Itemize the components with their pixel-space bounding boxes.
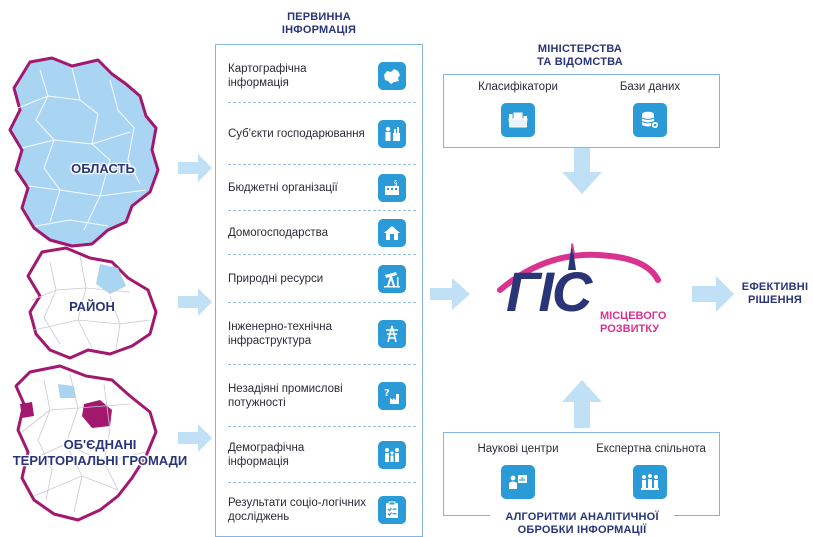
classifiers-label: Класифікатори (478, 81, 558, 93)
arrow-list-to-gis (430, 278, 470, 310)
arrow-otg-to-list (178, 424, 212, 452)
house-icon (378, 218, 406, 247)
ministries-box: Класифікатори Бази даних (443, 74, 720, 148)
output-line2: РІШЕННЯ (748, 294, 802, 306)
gis-swoosh (497, 242, 661, 293)
arrow-oblast-to-list (178, 154, 212, 182)
folder-icon (501, 103, 535, 137)
primary-info-title-line1: ПЕРВИННА (287, 11, 351, 23)
algorithms-title-line2: ОБРОБКИ ІНФОРМАЦІЇ (490, 524, 674, 537)
power-tower-icon (378, 319, 406, 348)
gis-logo-main: ГІС (506, 260, 592, 323)
list-item-business: Суб'єкти господарювання (228, 103, 416, 165)
database-gear-icon (633, 103, 667, 137)
gis-logo-sub-line1: МІСЦЕВОГО (600, 310, 667, 322)
survey-clipboard-icon (378, 496, 406, 524)
algorithms-box: Наукові центри Експертна спільнота (443, 432, 720, 516)
otg-map (14, 364, 158, 522)
algorithms-title-line1: АЛГОРИТМИ АНАЛІТИЧНОЇ (490, 511, 674, 524)
list-item-label: Незадіяні промислові потужності (228, 382, 343, 409)
list-item-label: Інженерно-технічна інфраструктура (228, 320, 333, 347)
list-item-natural-resources: Природні ресурси (228, 255, 416, 303)
raion-map (26, 246, 158, 360)
ukraine-map-icon (378, 61, 406, 90)
otg-label-line2: ТЕРИТОРІАЛЬНІ ГРОМАДИ (12, 453, 188, 468)
expert-community-label: Експертна спільнота (596, 443, 706, 455)
list-item-idle-industry: Незадіяні промислові потужності ? (228, 365, 416, 427)
list-item-cartographic: Картографічна інформація (228, 49, 416, 103)
list-item-label: Результати соціо-логічних досліджень (228, 497, 367, 523)
experts-group-icon (633, 465, 667, 499)
family-icon (378, 440, 406, 469)
list-item-label: Природні ресурси (228, 272, 324, 285)
otg-label-line1: ОБ'ЄДНАНІ (63, 437, 137, 452)
oil-pump-icon (378, 264, 406, 293)
budget-building-icon: § (378, 173, 406, 202)
list-item-label: Демографічна інформація (228, 441, 305, 468)
list-item-budget-orgs: Бюджетні організації § (228, 165, 416, 211)
list-item-sociological: Результати соціо-логічних досліджень (228, 483, 416, 537)
arrow-raion-to-list (178, 288, 212, 316)
svg-text:?: ? (384, 388, 390, 399)
presentation-icon (501, 465, 535, 499)
primary-info-list: Картографічна інформація Суб'єкти господ… (215, 44, 423, 537)
arrow-ministries-to-gis (562, 148, 602, 194)
gis-logo-sub-line2: РОЗВИТКУ (600, 323, 660, 335)
region-maps (8, 56, 160, 522)
list-item-demographics: Демографічна інформація (228, 427, 416, 483)
arrow-algorithms-to-gis (562, 380, 602, 428)
business-people-icon (378, 119, 406, 148)
primary-info-title-line2: ІНФОРМАЦІЯ (281, 24, 357, 36)
svg-text:§: § (394, 179, 398, 187)
ministries-title-line1: МІНІСТЕРСТВА (537, 43, 623, 55)
list-item-label: Домогосподарства (228, 226, 328, 239)
list-item-infrastructure: Інженерно-технічна інфраструктура (228, 303, 416, 365)
ministries-title-line2: ТА ВІДОМСТВА (537, 56, 623, 68)
databases-label: Бази даних (619, 81, 681, 93)
research-centers-label: Наукові центри (477, 443, 559, 455)
oblast-map (8, 56, 160, 248)
list-item-label: Картографічна інформація (228, 62, 307, 89)
list-item-label: Суб'єкти господарювання (228, 127, 365, 140)
oblast-label: ОБЛАСТЬ (71, 161, 135, 176)
output-line1: ЕФЕКТИВНІ (741, 281, 809, 293)
raion-label: РАЙОН (69, 299, 115, 314)
list-item-households: Домогосподарства (228, 211, 416, 255)
idle-factory-icon: ? (378, 381, 406, 410)
arrow-gis-to-output (692, 276, 734, 312)
list-item-label: Бюджетні організації (228, 181, 338, 194)
